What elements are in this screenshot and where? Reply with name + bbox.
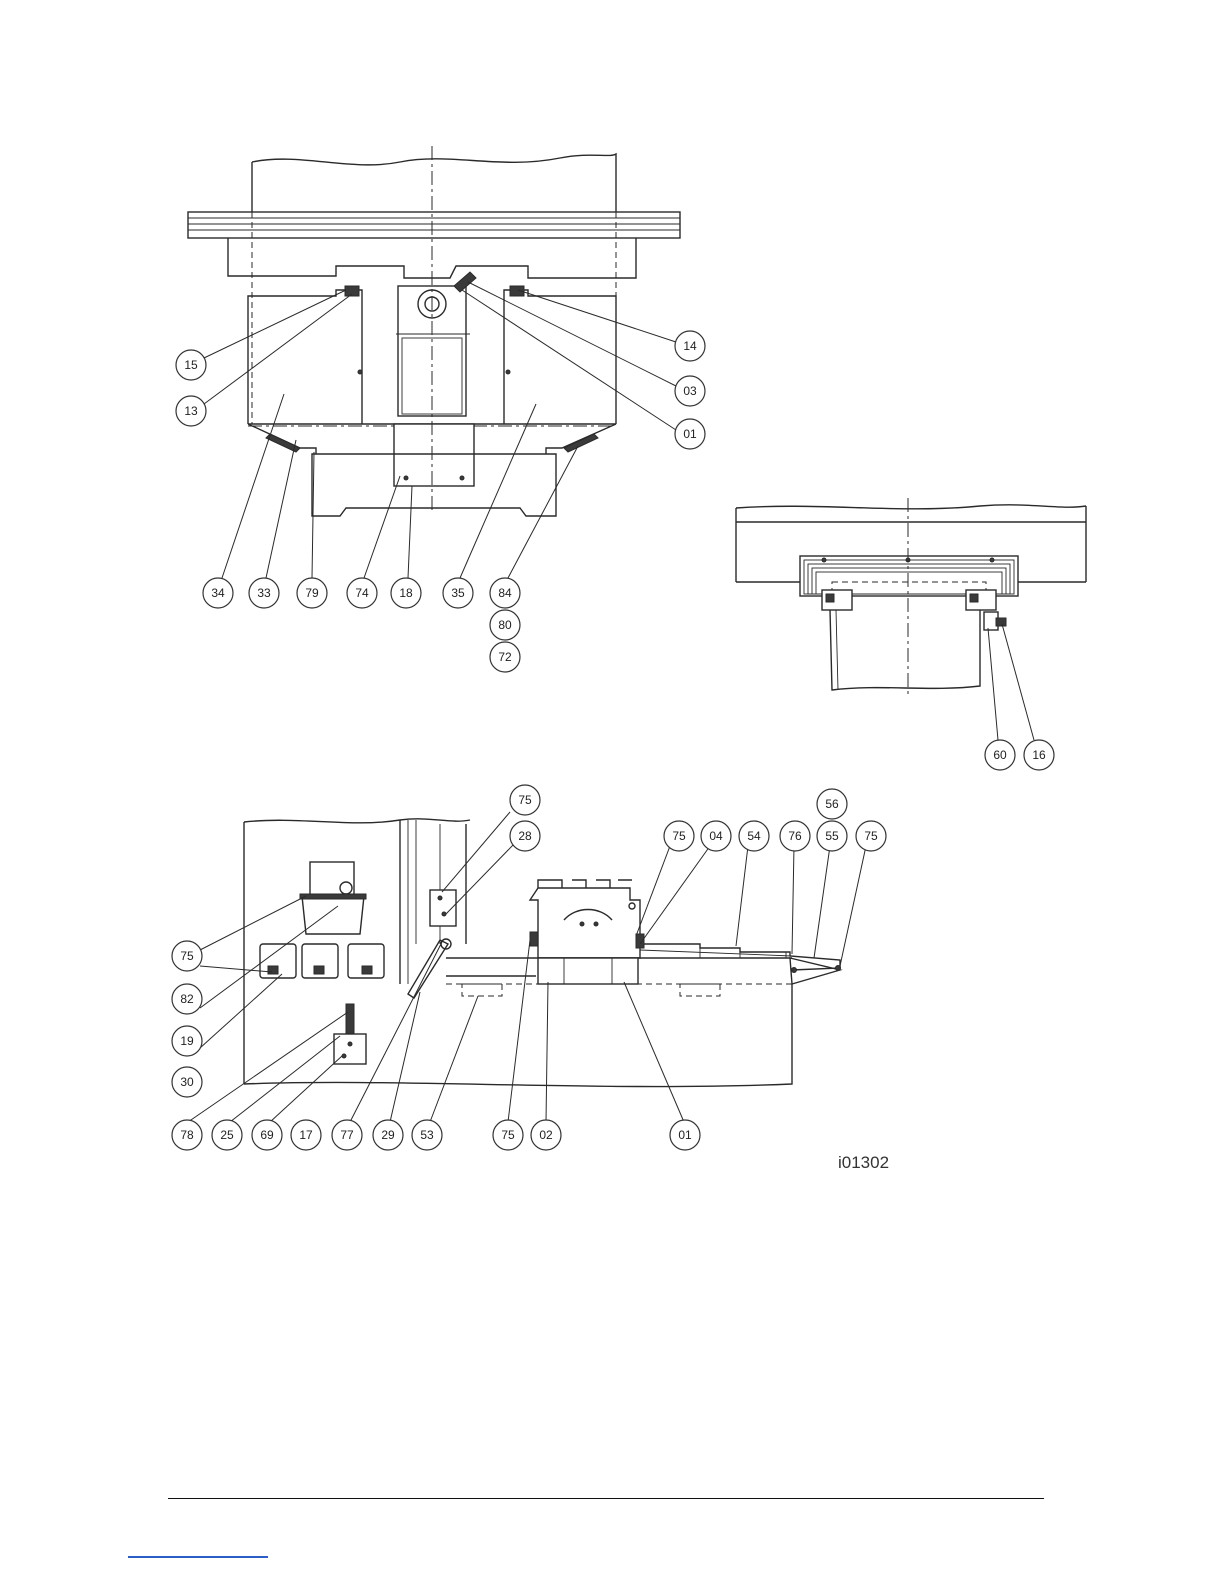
svg-text:72: 72 bbox=[498, 650, 512, 664]
svg-text:84: 84 bbox=[498, 586, 512, 600]
callout-75: 75 bbox=[510, 785, 540, 815]
svg-text:78: 78 bbox=[180, 1128, 194, 1142]
svg-text:30: 30 bbox=[180, 1075, 194, 1089]
svg-text:03: 03 bbox=[683, 384, 697, 398]
callout-53: 53 bbox=[412, 1120, 442, 1150]
callout-25: 25 bbox=[212, 1120, 242, 1150]
svg-text:53: 53 bbox=[420, 1128, 434, 1142]
svg-text:75: 75 bbox=[864, 829, 878, 843]
callout-74: 74 bbox=[347, 578, 377, 608]
svg-text:75: 75 bbox=[501, 1128, 515, 1142]
callout-04: 04 bbox=[701, 821, 731, 851]
callout-78: 78 bbox=[172, 1120, 202, 1150]
callout-69: 69 bbox=[252, 1120, 282, 1150]
callout-79: 79 bbox=[297, 578, 327, 608]
callout-28: 28 bbox=[510, 821, 540, 851]
callout-29: 29 bbox=[373, 1120, 403, 1150]
svg-text:34: 34 bbox=[211, 586, 225, 600]
svg-text:19: 19 bbox=[180, 1034, 194, 1048]
callout-01: 01 bbox=[670, 1120, 700, 1150]
callout-30: 30 bbox=[172, 1067, 202, 1097]
callout-34: 34 bbox=[203, 578, 233, 608]
callout-35: 35 bbox=[443, 578, 473, 608]
svg-text:28: 28 bbox=[518, 829, 532, 843]
callout-75: 75 bbox=[664, 821, 694, 851]
callout-75: 75 bbox=[856, 821, 886, 851]
svg-text:74: 74 bbox=[355, 586, 369, 600]
callout-56: 56 bbox=[817, 789, 847, 819]
callout-75: 75 bbox=[172, 941, 202, 971]
svg-text:14: 14 bbox=[683, 339, 697, 353]
callout-01: 01 bbox=[675, 419, 705, 449]
callout-84: 84 bbox=[490, 578, 520, 608]
svg-text:25: 25 bbox=[220, 1128, 234, 1142]
svg-text:79: 79 bbox=[305, 586, 319, 600]
svg-text:29: 29 bbox=[381, 1128, 395, 1142]
callout-54: 54 bbox=[739, 821, 769, 851]
callout-15: 15 bbox=[176, 350, 206, 380]
svg-text:55: 55 bbox=[825, 829, 839, 843]
callout-16: 16 bbox=[1024, 740, 1054, 770]
svg-text:76: 76 bbox=[788, 829, 802, 843]
svg-text:02: 02 bbox=[539, 1128, 553, 1142]
callout-72: 72 bbox=[490, 642, 520, 672]
svg-text:33: 33 bbox=[257, 586, 271, 600]
callout-02: 02 bbox=[531, 1120, 561, 1150]
footer-link-underline[interactable] bbox=[128, 1556, 268, 1558]
detail-view bbox=[736, 498, 1086, 694]
callout-14: 14 bbox=[675, 331, 705, 361]
svg-text:16: 16 bbox=[1032, 748, 1046, 762]
footer-rule bbox=[168, 1498, 1044, 1499]
callout-60: 60 bbox=[985, 740, 1015, 770]
svg-text:35: 35 bbox=[451, 586, 465, 600]
figure-reference: i01302 bbox=[838, 1153, 889, 1172]
svg-text:01: 01 bbox=[683, 427, 697, 441]
callout-17: 17 bbox=[291, 1120, 321, 1150]
side-view-leaders bbox=[188, 812, 866, 1122]
svg-text:56: 56 bbox=[825, 797, 839, 811]
callout-33: 33 bbox=[249, 578, 279, 608]
callout-13: 13 bbox=[176, 396, 206, 426]
callout-75: 75 bbox=[493, 1120, 523, 1150]
svg-text:60: 60 bbox=[993, 748, 1007, 762]
callout-82: 82 bbox=[172, 984, 202, 1014]
svg-text:75: 75 bbox=[180, 949, 194, 963]
svg-text:69: 69 bbox=[260, 1128, 274, 1142]
svg-text:77: 77 bbox=[340, 1128, 354, 1142]
svg-text:17: 17 bbox=[299, 1128, 313, 1142]
callout-18: 18 bbox=[391, 578, 421, 608]
callout-77: 77 bbox=[332, 1120, 362, 1150]
detail-view-leaders bbox=[988, 624, 1034, 740]
svg-text:04: 04 bbox=[709, 829, 723, 843]
callout-80: 80 bbox=[490, 610, 520, 640]
callout-76: 76 bbox=[780, 821, 810, 851]
svg-text:75: 75 bbox=[518, 793, 532, 807]
svg-text:13: 13 bbox=[184, 404, 198, 418]
callout-55: 55 bbox=[817, 821, 847, 851]
side-view-callouts: 75 28 56 75 04 54 76 55 75 75 82 19 30 7… bbox=[172, 785, 886, 1150]
svg-text:01: 01 bbox=[678, 1128, 692, 1142]
svg-text:80: 80 bbox=[498, 618, 512, 632]
svg-text:54: 54 bbox=[747, 829, 761, 843]
detail-view-callouts: 60 16 bbox=[985, 740, 1054, 770]
svg-text:18: 18 bbox=[399, 586, 413, 600]
side-view bbox=[244, 819, 841, 1087]
svg-text:75: 75 bbox=[672, 829, 686, 843]
callout-19: 19 bbox=[172, 1026, 202, 1056]
svg-text:82: 82 bbox=[180, 992, 194, 1006]
callout-03: 03 bbox=[675, 376, 705, 406]
svg-text:15: 15 bbox=[184, 358, 198, 372]
